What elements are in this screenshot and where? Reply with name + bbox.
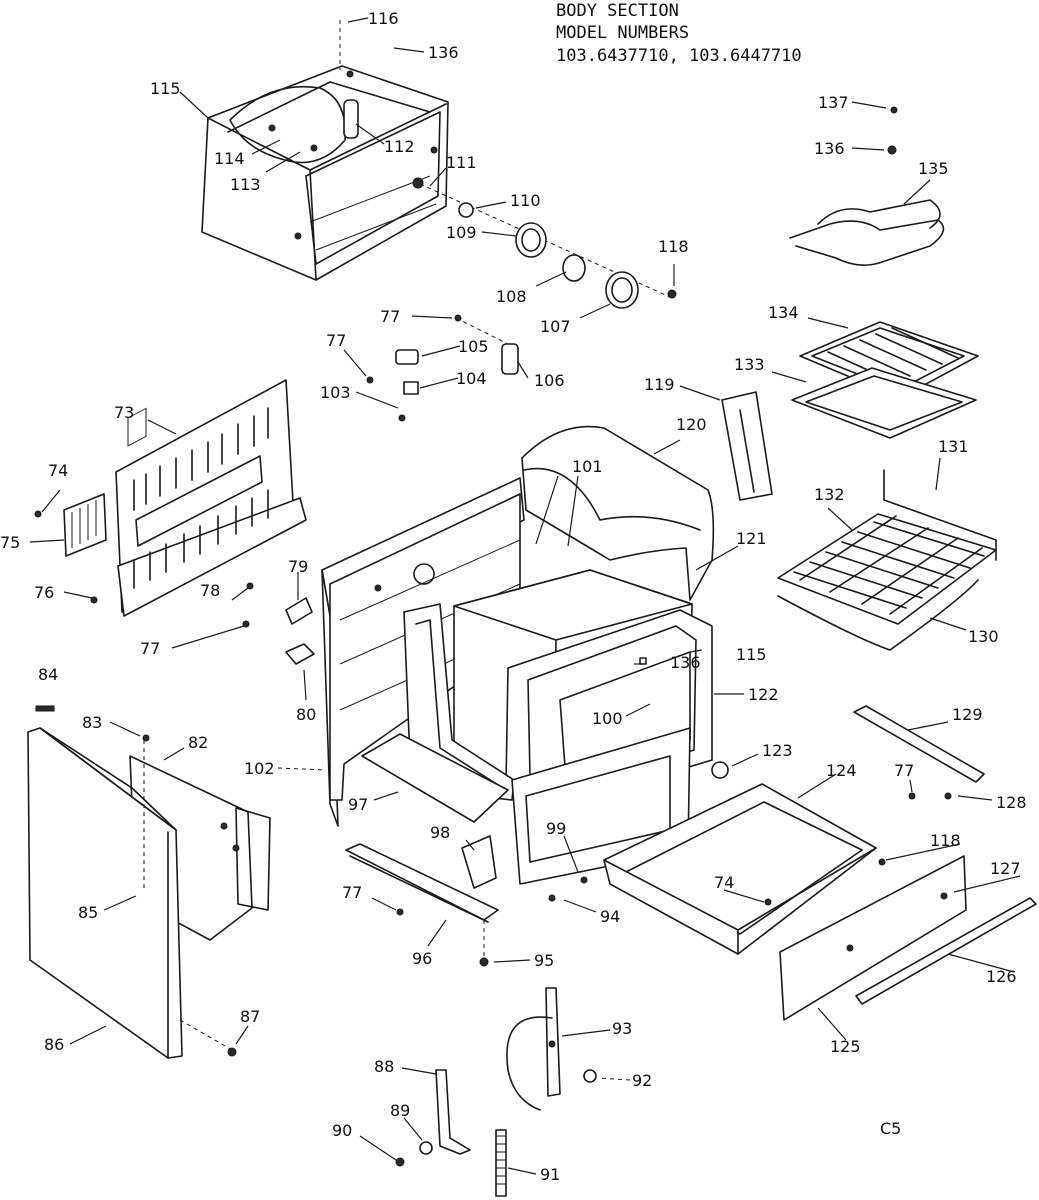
label-93: 93 [612, 1019, 632, 1038]
label-77-upper: 77 [380, 307, 400, 326]
leader-lines [29, 17, 1021, 1175]
label-111: 111 [446, 153, 477, 172]
label-115-right: 115 [736, 645, 767, 664]
range-cabinet-part-102 [321, 425, 715, 885]
label-137: 137 [818, 93, 849, 112]
label-108: 108 [496, 287, 527, 306]
label-94: 94 [600, 907, 620, 926]
corner-code: C5 [880, 1119, 901, 1138]
label-88: 88 [374, 1057, 394, 1076]
door-hinge-parts [395, 987, 597, 1197]
label-103: 103 [320, 383, 351, 402]
label-83: 83 [82, 713, 102, 732]
label-86: 86 [44, 1035, 64, 1054]
label-80: 80 [296, 705, 316, 724]
label-87: 87 [240, 1007, 260, 1026]
label-119: 119 [644, 375, 675, 394]
label-136-right: 136 [814, 139, 845, 158]
label-96: 96 [412, 949, 432, 968]
label-82: 82 [188, 733, 208, 752]
label-101: 101 [572, 457, 603, 476]
label-85: 85 [78, 903, 98, 922]
label-132: 132 [814, 485, 845, 504]
small-parts-78-80 [242, 582, 315, 665]
label-99: 99 [546, 819, 566, 838]
label-106: 106 [534, 371, 565, 390]
storage-drawer-part-124 [603, 705, 1037, 1021]
label-98: 98 [430, 823, 450, 842]
label-104: 104 [456, 369, 487, 388]
title-line-2: MODEL NUMBERS [556, 23, 689, 43]
title-line-3: 103.6437710, 103.6447710 [556, 46, 802, 66]
label-121: 121 [736, 529, 767, 548]
bottom-rail-part-96 [345, 835, 588, 967]
label-95: 95 [534, 951, 554, 970]
label-127: 127 [990, 859, 1021, 878]
broil-element-part-135 [789, 106, 945, 266]
label-136-oven: 136 [670, 653, 701, 672]
label-120: 120 [676, 415, 707, 434]
broil-pan-part-133-134 [791, 321, 979, 439]
label-77-lower: 77 [342, 883, 362, 902]
label-91: 91 [540, 1165, 560, 1184]
label-73: 73 [114, 403, 134, 422]
label-134: 134 [768, 303, 799, 322]
label-74: 74 [48, 461, 68, 480]
label-123: 123 [762, 741, 793, 760]
label-77-mid: 77 [140, 639, 160, 658]
label-89: 89 [390, 1101, 410, 1120]
oven-lamp-parts [419, 183, 677, 309]
label-114: 114 [214, 149, 245, 168]
label-75: 75 [0, 533, 20, 552]
label-107: 107 [540, 317, 571, 336]
label-122: 122 [748, 685, 779, 704]
label-131: 131 [938, 437, 969, 456]
label-125: 125 [830, 1037, 861, 1056]
label-74-drawer: 74 [714, 873, 734, 892]
label-109: 109 [446, 223, 477, 242]
label-135: 135 [918, 159, 949, 178]
label-129: 129 [952, 705, 983, 724]
label-112: 112 [384, 137, 415, 156]
label-116: 116 [368, 9, 399, 28]
label-84: 84 [38, 665, 58, 684]
label-130: 130 [968, 627, 999, 646]
label-77-left: 77 [326, 331, 346, 350]
label-92: 92 [632, 1071, 652, 1090]
label-105: 105 [458, 337, 489, 356]
title-block: BODY SECTION MODEL NUMBERS 103.6437710, … [556, 1, 802, 66]
label-124: 124 [826, 761, 857, 780]
oven-liner-part-115 [201, 20, 449, 281]
label-128: 128 [996, 793, 1027, 812]
title-line-1: BODY SECTION [556, 1, 679, 21]
side-panel-part-86 [27, 705, 271, 1059]
small-parts-103-106 [366, 314, 773, 501]
label-115: 115 [150, 79, 181, 98]
label-97: 97 [348, 795, 368, 814]
label-113: 113 [230, 175, 261, 194]
label-77-right: 77 [894, 761, 914, 780]
label-90: 90 [332, 1121, 352, 1140]
label-118-lower: 118 [930, 831, 961, 850]
label-126: 126 [986, 967, 1017, 986]
label-100: 100 [592, 709, 623, 728]
label-133: 133 [734, 355, 765, 374]
oven-rack-part-132 [777, 469, 997, 651]
label-110: 110 [510, 191, 541, 210]
label-76: 76 [34, 583, 54, 602]
rear-panel-part-73 [34, 379, 307, 617]
label-118: 118 [658, 237, 689, 256]
part-labels: 116 136 115 112 114 113 111 110 109 108 … [0, 9, 1027, 1184]
label-102: 102 [244, 759, 275, 778]
label-136: 136 [428, 43, 459, 62]
label-78: 78 [200, 581, 220, 600]
label-79: 79 [288, 557, 308, 576]
